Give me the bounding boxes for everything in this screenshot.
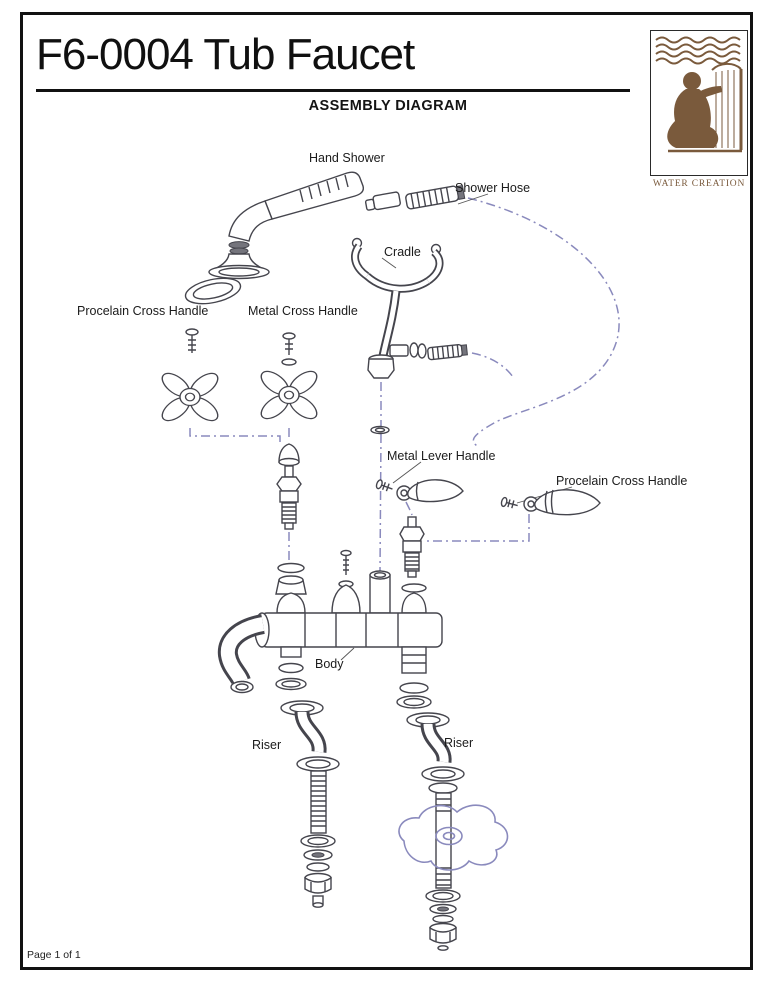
water-creation-logo-text: WATER CREATION [652, 179, 746, 189]
metal-lever-handle-part [375, 479, 464, 503]
page-title: F6-0004 Tub Faucet [36, 30, 415, 79]
part-label-riser-left: Riser [252, 738, 282, 752]
metal-cross-handle-part [260, 332, 318, 530]
part-label-metal-cross-handle: Metal Cross Handle [248, 304, 358, 318]
wall-bracket-part [398, 804, 509, 871]
hand-shower-ring [184, 277, 242, 305]
part-label-cradle: Cradle [384, 245, 421, 259]
assembly-alignment-lines [189, 197, 620, 572]
page-number: Page 1 of 1 [27, 949, 81, 961]
part-label-procelain-cross-handle-right: Procelain Cross Handle [556, 474, 688, 488]
riser-left-part [280, 700, 340, 908]
part-label-hand-shower: Hand Shower [309, 151, 385, 165]
cradle-part [351, 237, 468, 435]
part-label-body: Body [315, 657, 344, 671]
shower-hose-part [364, 184, 466, 211]
procelain-cross-handle-right-part [500, 489, 601, 516]
procelain-cross-handle-left-part [161, 328, 219, 422]
hand-shower-part [184, 171, 365, 305]
title-rule [36, 89, 630, 92]
right-valve-cartridge-part [399, 516, 425, 578]
water-creation-logo-art [655, 36, 743, 153]
part-label-metal-lever-handle: Metal Lever Handle [387, 449, 496, 463]
body-part [217, 549, 443, 709]
part-label-procelain-cross-handle-left: Procelain Cross Handle [77, 304, 209, 318]
part-label-riser-right: Riser [444, 736, 474, 750]
riser-right-part [398, 712, 509, 951]
logo-figure-head [683, 72, 701, 90]
part-label-shower-hose: Shower Hose [455, 181, 531, 195]
assembly-diagram-heading: ASSEMBLY DIAGRAM [308, 98, 468, 114]
page-border [20, 12, 753, 970]
